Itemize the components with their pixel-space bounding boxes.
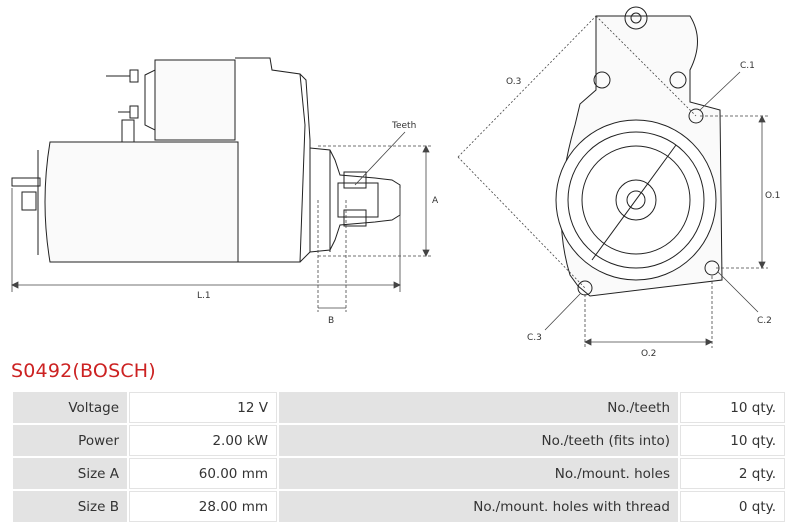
label-c1: C.1: [740, 61, 755, 71]
spec-label: Power: [13, 425, 127, 456]
label-b: B: [328, 316, 334, 326]
spec-value: 10 qty.: [680, 392, 785, 423]
label-c3: C.3: [527, 333, 542, 343]
spec-label: No./teeth (fits into): [279, 425, 678, 456]
starter-side-view: [11, 57, 401, 263]
label-o1: O.1: [765, 191, 780, 201]
side-view-dimensions: [11, 131, 432, 312]
spec-value: 28.00 mm: [129, 491, 277, 522]
spec-value: 2 qty.: [680, 458, 785, 489]
label-c2: C.2: [757, 316, 772, 326]
label-o3: O.3: [506, 77, 521, 87]
spec-label: No./mount. holes with thread: [279, 491, 678, 522]
spec-label: Voltage: [13, 392, 127, 423]
table-row: Voltage 12 V No./teeth 10 qty.: [13, 392, 785, 423]
spec-value: 60.00 mm: [129, 458, 277, 489]
front-view-dimensions: [457, 15, 768, 348]
product-title: S0492(BOSCH): [11, 360, 156, 382]
starter-technical-drawing: Teeth A B L.1 O.1 O.2 O.3 C.1 C.2 C.3: [11, 6, 780, 359]
starter-front-view: [555, 6, 723, 297]
label-teeth: Teeth: [391, 121, 416, 131]
spec-value: 12 V: [129, 392, 277, 423]
spec-value: 10 qty.: [680, 425, 785, 456]
spec-label: No./mount. holes: [279, 458, 678, 489]
spec-label: Size A: [13, 458, 127, 489]
specs-table: Voltage 12 V No./teeth 10 qty. Power 2.0…: [11, 390, 787, 524]
label-a: A: [432, 196, 439, 206]
table-row: Power 2.00 kW No./teeth (fits into) 10 q…: [13, 425, 785, 456]
label-o2: O.2: [641, 349, 656, 359]
spec-label: Size B: [13, 491, 127, 522]
table-row: Size B 28.00 mm No./mount. holes with th…: [13, 491, 785, 522]
spec-label: No./teeth: [279, 392, 678, 423]
spec-value: 0 qty.: [680, 491, 785, 522]
table-row: Size A 60.00 mm No./mount. holes 2 qty.: [13, 458, 785, 489]
spec-value: 2.00 kW: [129, 425, 277, 456]
label-l1: L.1: [197, 291, 211, 301]
